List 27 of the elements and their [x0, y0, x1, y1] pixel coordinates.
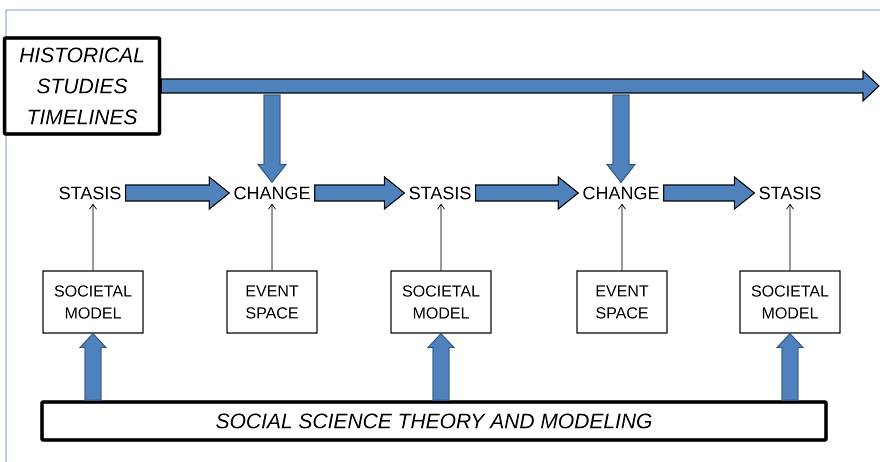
- block-arrow: [776, 332, 804, 401]
- stage-label: STASIS: [409, 186, 471, 200]
- theory-bar: SOCIAL SCIENCE THEORY AND MODELING: [40, 400, 828, 442]
- arrow: [89, 204, 97, 271]
- model-box: SOCIETAL MODEL: [390, 270, 492, 334]
- block-arrow: [124, 176, 230, 210]
- block-arrow: [256, 94, 288, 184]
- arrow: [437, 204, 445, 271]
- block-arrow: [426, 332, 456, 401]
- block-arrow: [78, 332, 108, 401]
- block-arrow: [663, 176, 756, 210]
- model-box: SOCIETAL MODEL: [42, 270, 144, 334]
- model-box: EVENT SPACE: [576, 270, 668, 334]
- arrow: [268, 204, 276, 271]
- model-box: EVENT SPACE: [226, 270, 318, 334]
- arrow: [786, 204, 794, 271]
- stage-label: CHANGE: [583, 186, 659, 200]
- block-arrow: [160, 70, 880, 102]
- block-arrow: [474, 176, 580, 210]
- model-box: SOCIETAL MODEL: [739, 270, 841, 334]
- stage-label: CHANGE: [234, 186, 310, 200]
- block-arrow: [314, 176, 406, 210]
- label-box: HISTORICAL STUDIES TIMELINES: [2, 36, 162, 136]
- stage-label: STASIS: [59, 186, 121, 200]
- stage-label: STASIS: [759, 186, 821, 200]
- arrow: [618, 204, 626, 271]
- block-arrow: [606, 94, 636, 184]
